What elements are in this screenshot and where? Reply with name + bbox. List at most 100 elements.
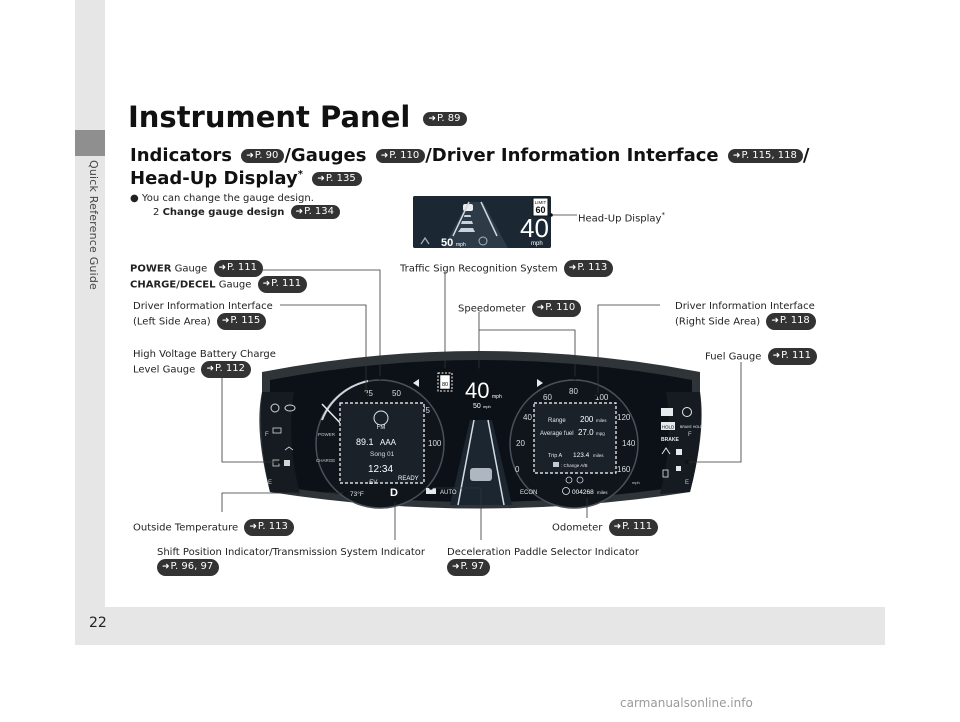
hv-battery-ref[interactable]: ➜P. 112 [201,361,251,378]
gear-indicator: D [390,487,398,499]
acc-set-unit: mph [483,404,491,409]
odometer-value: 004268 [572,489,594,496]
traffic-sign-ref[interactable]: ➜P. 113 [563,260,614,277]
trip-change-hint: : Change A/B [561,463,588,468]
audio-source: FM [377,425,386,431]
audio-station: AAA [380,438,397,447]
arrow-icon: ➜ [246,151,254,161]
hud-page-ref[interactable]: ➜P. 135 [312,172,362,186]
page-title-text: Instrument Panel [128,100,411,134]
label-dii-left: Driver Information Interface (Left Side … [133,300,273,330]
power-tick-75: 75 [421,406,430,415]
auto-indicator: AUTO [440,490,457,496]
hud-lane-icon [420,236,430,245]
dii-right-ref[interactable]: ➜P. 118 [766,313,816,330]
label-hud: Head-Up Display* [578,211,665,225]
center-speed-unit: mph [492,394,502,400]
outside-temperature: 73°F [350,490,364,498]
econ-indicator: ECON [520,490,537,496]
arrow-icon: ➜ [732,151,741,161]
title-page-ref[interactable]: ➜P. 89 [423,112,467,126]
xref-page-ref[interactable]: ➜P. 134 [290,205,341,219]
arrow-icon: ➜ [452,562,460,572]
seatbelt-warning-icon [661,447,671,455]
arrow-icon: ➜ [295,207,304,217]
lights-icon [272,427,282,434]
right-turn-icon [537,379,543,387]
arrow-icon: ➜ [317,174,325,184]
bullet-icon: ● [130,193,139,204]
audio-frequency: 89.1 [356,437,374,447]
gauges-page-ref[interactable]: ➜P. 110 [375,149,426,163]
charge-gauge-ref[interactable]: ➜P. 111 [257,276,308,293]
hud-speed: 40 [520,213,549,243]
dii-left-area [339,402,425,484]
range-unit: miles [596,418,607,423]
decel-paddle-ref[interactable]: ➜P. 97 [447,559,491,576]
arrow-icon: ➜ [218,263,227,273]
speed-tick-140: 140 [622,439,636,448]
arrow-icon: ➜ [380,151,389,161]
hv-gauge-e: E [268,480,272,486]
arrow-icon: ➜ [568,263,577,273]
odometer-ref[interactable]: ➜P. 111 [608,519,659,536]
brake-label: BRAKE [661,437,679,443]
label-odometer: Odometer ➜P. 111 [552,519,659,536]
xref-marker-icon: 2 [153,207,160,218]
arrow-icon: ➜ [162,562,170,572]
tire-pressure-icon [576,476,584,484]
speed-tick-0: 0 [515,465,520,474]
indicators-page-ref[interactable]: ➜P. 90 [241,149,285,163]
label-decel-paddle: Deceleration Paddle Selector Indicator ➜… [447,546,639,576]
subtitle-dii: /Driver Information Interface [425,145,719,166]
callout-lines [221,269,742,540]
label-fuel-gauge: Fuel Gauge ➜P. 111 [705,348,818,365]
arrow-icon: ➜ [613,522,622,532]
speed-tick-100: 100 [595,393,609,402]
speed-tick-60: 60 [543,393,552,402]
shift-position-ref[interactable]: ➜P. 96, 97 [157,559,220,576]
watermark: carmanualsonline.info [620,696,753,710]
section-label: Quick Reference Guide [87,160,100,290]
speed-tick-20: 20 [516,439,525,448]
power-gauge-ref[interactable]: ➜P. 111 [213,260,263,277]
subtitle-slash: / [802,145,810,166]
subtitle-indicators: Indicators [130,145,232,166]
range-value: 200 [580,415,594,424]
outside-temp-ref[interactable]: ➜P. 113 [244,519,294,536]
label-hv-battery: High Voltage Battery Charge Level Gauge … [133,348,276,378]
trip-unit: miles [593,453,604,458]
speed-tick-40: 40 [523,413,532,422]
radio-icon [373,410,389,426]
ready-indicator: READY [398,476,419,482]
odometer-unit: miles [597,490,608,495]
label-speedometer: Speedometer ➜P. 110 [458,300,582,317]
average-fuel-value: 27.0 [578,428,594,437]
power-tick-100: 100 [428,439,442,448]
label-power-gauge: POWER Gauge ➜P. 111 [130,260,263,277]
arrow-icon: ➜ [428,114,436,124]
speedometer-ref[interactable]: ➜P. 110 [531,300,582,317]
dii-page-ref[interactable]: ➜P. 115, 118 [727,149,803,163]
odometer-icon [562,487,570,495]
side-tab-marker [75,130,105,156]
charge-label: CHARGE [316,458,335,463]
battery-icon [284,460,290,466]
arrow-icon: ➜ [771,316,779,326]
arrow-icon: ➜ [221,316,230,326]
dii-left-ref[interactable]: ➜P. 115 [216,313,267,330]
oil-icon [284,404,296,412]
power-label: POWER [318,432,336,437]
cross-reference[interactable]: 2 Change gauge design ➜P. 134 [153,205,341,219]
dii-right-area [533,402,617,474]
arrow-icon: ➜ [772,351,781,361]
acc-set-speed: 50 [473,403,481,410]
hud-speed-unit: mph [531,241,543,247]
brake-hold-label: BRAKE HOLD [680,425,703,429]
fuel-gauge-ref[interactable]: ➜P. 111 [767,348,818,365]
hud-set-unit: mph [456,242,466,248]
vehicle-icon [470,468,492,481]
subtitle-gauges: /Gauges [284,145,367,166]
audio-song: Song 01 [370,451,395,458]
